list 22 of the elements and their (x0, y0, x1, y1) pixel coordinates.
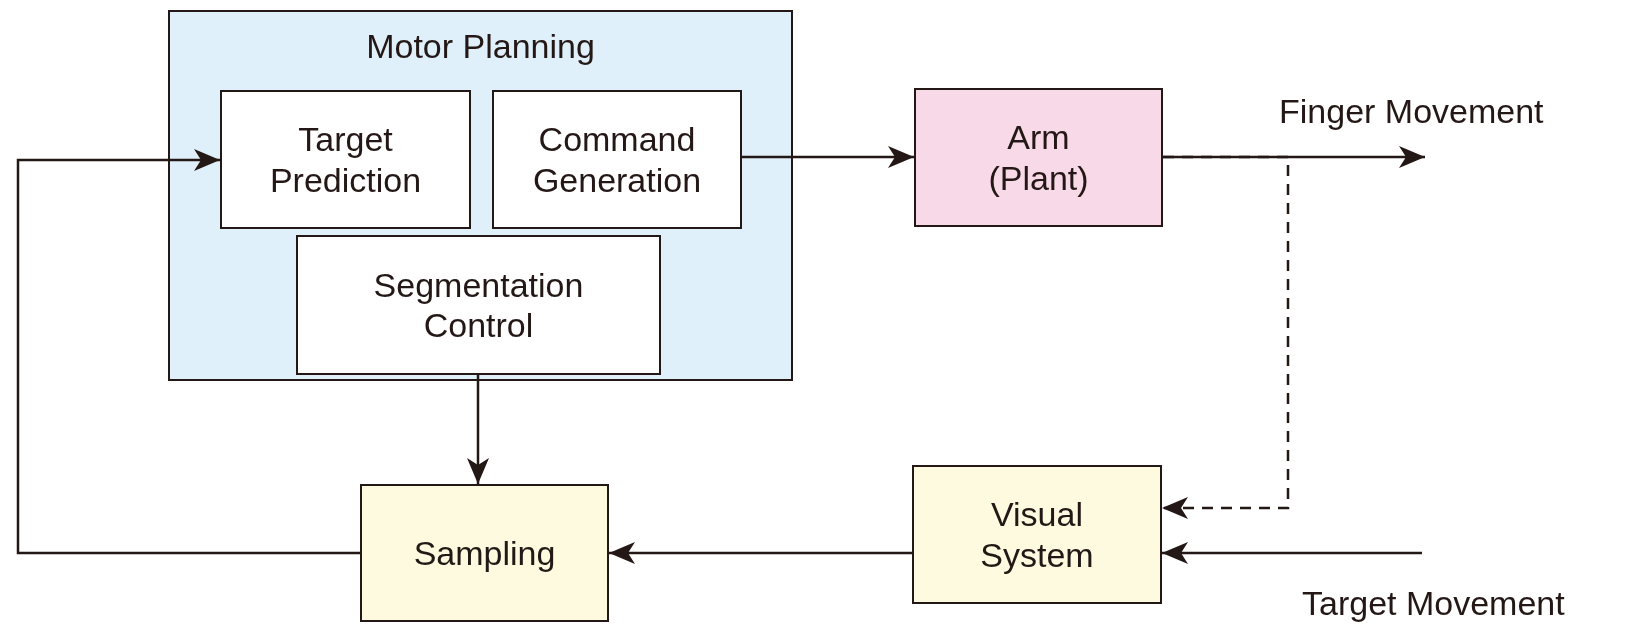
arrow (609, 542, 912, 564)
edge-label: Target Movement (1302, 584, 1565, 623)
edge-label: Finger Movement (1279, 92, 1544, 131)
process-box (220, 90, 471, 229)
process-box (360, 484, 609, 622)
box-label: Sampling (412, 532, 557, 574)
box-label: Command Generation (531, 119, 703, 200)
box-label: Visual System (979, 494, 1095, 575)
arrow (16, 149, 360, 555)
process-box (912, 465, 1162, 604)
process-box (492, 90, 742, 229)
group-panel (168, 10, 793, 381)
dashed-arrow (1162, 155, 1290, 519)
arrow (742, 146, 914, 168)
box-label: Target Prediction (268, 119, 423, 200)
process-box (914, 88, 1163, 227)
arrow (467, 375, 489, 484)
process-box (296, 235, 661, 375)
arrow (1162, 542, 1422, 564)
box-label: Arm (Plant) (987, 117, 1090, 198)
box-label: Segmentation Control (372, 264, 585, 346)
panel-title: Motor Planning (365, 26, 596, 67)
